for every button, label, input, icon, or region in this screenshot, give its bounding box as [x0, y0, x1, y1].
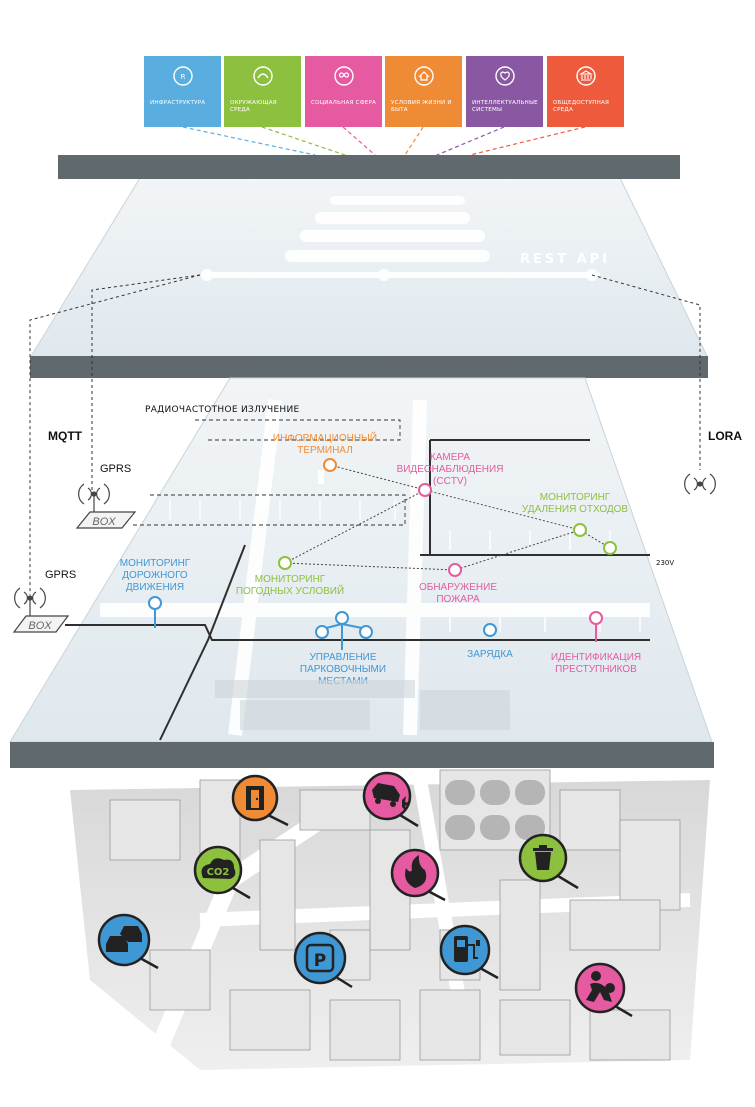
pin-door — [231, 774, 289, 827]
pin-trash — [518, 833, 579, 890]
pin-traffic — [97, 913, 159, 970]
fire-icon — [405, 855, 427, 888]
intelligent-systems-icon — [494, 66, 515, 86]
traffic-cars-icon — [106, 926, 142, 952]
waste-node-b — [603, 541, 617, 555]
category-label: Инфраструктура — [150, 100, 206, 106]
api-circuit — [201, 196, 600, 281]
door-icon — [246, 786, 264, 810]
weather-node — [278, 556, 292, 570]
category-label: Условия жизни и быта — [391, 100, 452, 113]
category-label: Социальная сфера — [311, 100, 377, 106]
pin-thief — [574, 962, 633, 1018]
city-pins: CO2 P — [97, 771, 633, 1018]
node-connections — [284, 464, 611, 571]
social-icon — [333, 66, 354, 86]
antenna-bottom — [12, 587, 70, 633]
infrastructure-icon: R — [172, 66, 193, 86]
pin-co2: CO2 — [193, 845, 251, 900]
info-terminal-node — [323, 458, 337, 472]
top-bar — [58, 155, 680, 179]
cctv-node — [418, 483, 432, 497]
antenna-right — [684, 473, 716, 495]
co2-cloud — [201, 858, 236, 879]
gprs-label-top: GPRS — [100, 463, 131, 475]
voltage-label: 230V — [656, 559, 674, 567]
map-ghost-buildings — [215, 680, 510, 730]
power-lines — [65, 439, 650, 741]
protocol-connectors — [29, 274, 701, 595]
car-crash-icon — [372, 783, 410, 811]
lamp-posts — [169, 500, 641, 632]
svg-text:R: R — [180, 73, 185, 81]
category-label: Окружающая среда — [230, 100, 277, 113]
map-panel-edge — [10, 742, 714, 768]
crime-node — [589, 611, 603, 625]
parking-icon: P — [314, 951, 326, 971]
parking-node-links — [325, 623, 363, 650]
box-label-top: BOX — [92, 516, 116, 528]
box-label-bottom: BOX — [28, 620, 52, 632]
fire-node — [448, 563, 462, 577]
network-outlines — [130, 419, 406, 526]
pin-ev-charging — [439, 924, 499, 980]
category-living: Условия жизни и быта — [385, 56, 462, 127]
info-terminal-kiosk — [318, 470, 324, 484]
map-roads — [100, 399, 650, 736]
pin-parking: P — [293, 931, 353, 989]
api-panel-edge — [30, 356, 708, 378]
antenna-top — [75, 483, 137, 529]
ev-charging-icon — [454, 936, 480, 962]
lora-label: LORA — [708, 429, 742, 443]
category-intelligent-systems: Интеллектуальные системы — [466, 56, 543, 127]
category-infrastructure: R Инфраструктура — [144, 56, 221, 127]
parking-node-r — [359, 625, 373, 639]
waste-node-a — [573, 523, 587, 537]
category-label: Интеллектуальные системы — [472, 100, 538, 113]
pin-car-crash — [362, 771, 419, 828]
thief-icon — [586, 971, 615, 1002]
trash-icon — [533, 845, 553, 870]
category-label: Общедоступная среда — [553, 100, 610, 113]
traffic-node — [148, 596, 162, 610]
rf-label: РАДИОЧАСТОТНОЕ ИЗЛУЧЕНИЕ — [145, 405, 300, 415]
node-markers — [148, 458, 617, 650]
charging-label: ЗАРЯДКА — [467, 649, 513, 660]
gprs-label-bottom: GPRS — [45, 569, 76, 581]
category-social: Социальная сфера — [305, 56, 382, 127]
pin-fire — [390, 848, 446, 902]
charging-node — [483, 623, 497, 637]
category-environment: Окружающая среда — [224, 56, 301, 127]
co2-icon: CO2 — [207, 867, 230, 878]
parking-node-l — [315, 625, 329, 639]
category-public-environment: Общедоступная среда — [547, 56, 624, 127]
mqtt-label: MQTT — [48, 429, 83, 443]
public-environment-icon — [575, 66, 596, 86]
rest-api-label: REST API — [520, 252, 610, 267]
parking-node-c — [335, 611, 349, 625]
environment-icon — [252, 66, 273, 86]
living-icon — [413, 66, 434, 86]
